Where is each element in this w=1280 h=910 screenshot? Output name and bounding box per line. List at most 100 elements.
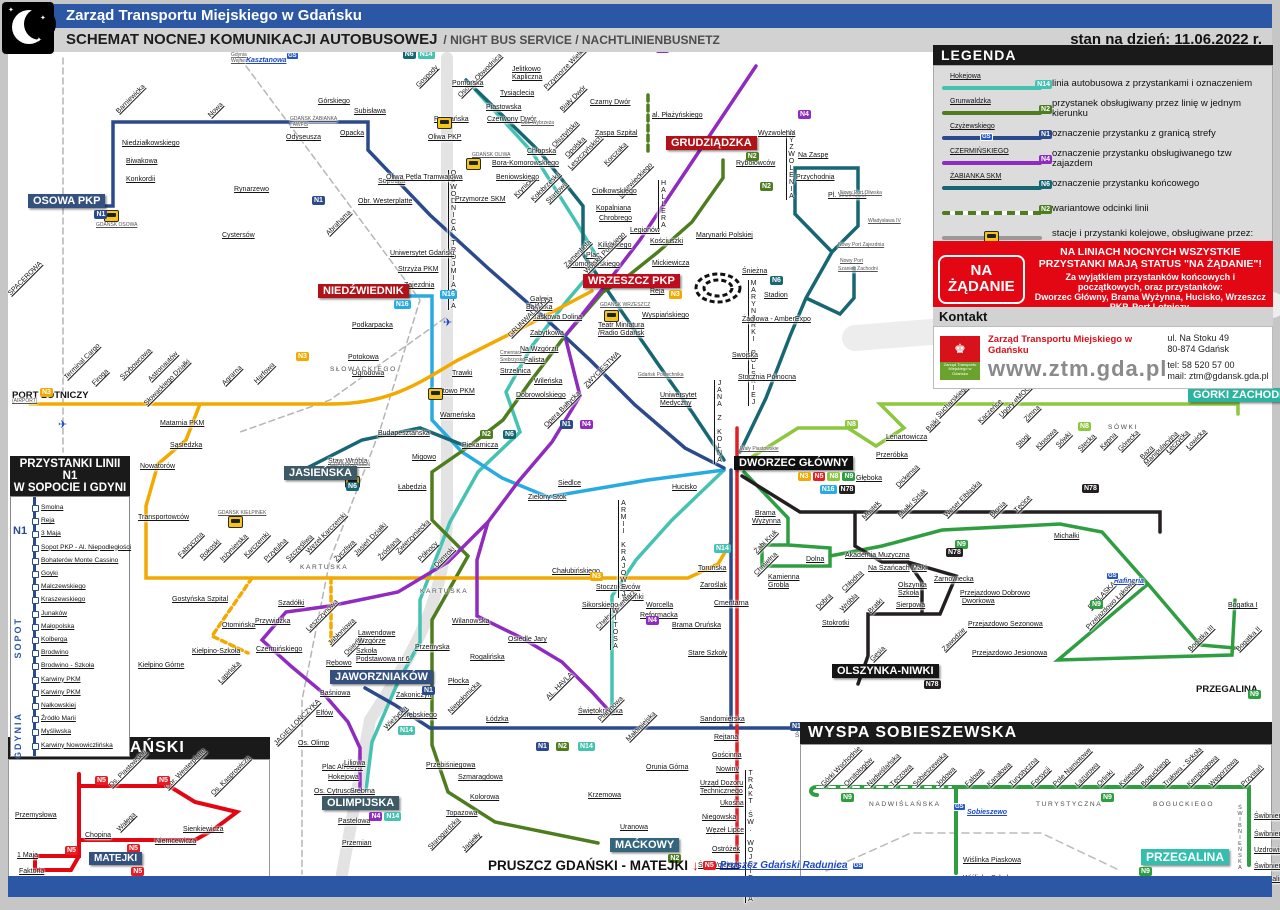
stop-label: Liliowa xyxy=(344,760,366,767)
stop-label: Przemyska xyxy=(415,644,450,651)
stop-label: Chałubińskiego xyxy=(552,568,600,575)
stop-label: Św. Wojciech xyxy=(698,862,740,869)
stop-label: Oliwa Pętla Tramwajowa xyxy=(386,174,463,181)
stop-label: Nowatorów xyxy=(140,463,176,470)
stop-label: Przywidzka xyxy=(255,618,291,625)
stop-label: WITOSA xyxy=(612,608,619,650)
stop-label: Przejazdowo Sezonowa xyxy=(968,621,1043,628)
legend-row: stacje i przystanki kolejowe, obsługiwan… xyxy=(940,223,1266,245)
terminal-badges: N16 xyxy=(393,300,411,309)
stop-label: Gościnna xyxy=(712,752,742,759)
stop-label: Żaglowa - AmberExpo xyxy=(742,316,811,323)
n1-panel-title1: PRZYSTANKI LINII N1 xyxy=(19,458,121,482)
stop-label: Galeria xyxy=(530,296,553,303)
stop-label: Baśniowa xyxy=(320,690,351,697)
stop-label: Zajezdnia xyxy=(404,282,435,289)
stop-label: Zaspa Szpital xyxy=(595,130,638,137)
legend-row-text: wariantowe odcinki linii xyxy=(1052,202,1149,214)
stop-label: Sienkiewicza xyxy=(183,826,224,833)
n1-panel-title2: W SOPOCIE I GDYNI xyxy=(13,482,127,494)
mail-link[interactable]: mail: ztm@gdansk.gda.pl xyxy=(1167,370,1269,381)
stop-label: Strzyża PKM xyxy=(398,266,439,273)
legend-stop-name: Czyżewskiego xyxy=(950,123,995,130)
stop-label: Oliwa PKP xyxy=(428,134,462,141)
stop-label: Falista xyxy=(524,357,545,364)
stop-label: - AWFiS xyxy=(290,122,309,128)
website-link[interactable]: www.ztm.gda.pl xyxy=(988,355,1168,381)
stop-label: Siedlce xyxy=(558,480,581,487)
line-badge: N9 xyxy=(955,540,968,549)
stop-label: Wileńska xyxy=(534,378,563,385)
map-title: SCHEMAT NOCNEJ KOMUNIKACJI AUTOBUSOWEJ xyxy=(66,31,438,48)
legend-row-text: linia autobusowa z przystankami i oznacz… xyxy=(1052,77,1253,89)
stop-label: WYZWOLENIA xyxy=(788,130,795,200)
radunica-link[interactable]: Pruszcz Gdański Radunica xyxy=(719,860,848,871)
stop-label: Czermińskiego xyxy=(256,646,303,653)
terminal-badges: N3 xyxy=(668,290,682,299)
line-badge: N9 xyxy=(841,793,854,802)
stop-label: Hokejowa xyxy=(328,774,359,781)
line-badge: N2 xyxy=(556,742,569,751)
railway-station-icon xyxy=(604,310,619,322)
line-badge: N3 xyxy=(590,572,603,581)
contact-panel: Kontakt ♚ Zarząd Transportu Miejskiego w… xyxy=(933,307,1273,389)
section-sopot: SOPOT xyxy=(13,617,23,659)
agency-title-bar: Zarząd Transportu Miejskiego w Gdańsku xyxy=(54,4,1272,28)
line-badge: N9 xyxy=(1090,600,1103,609)
ztm-crest-logo: ♚ Zarząd Transportu Miejskiego w Gdańsku xyxy=(940,335,980,380)
stop-label: Łódzka xyxy=(486,716,509,723)
stop-label: Kościuszki xyxy=(650,238,684,245)
line-badge: N3 xyxy=(668,290,682,299)
line-badge: N5 xyxy=(65,846,78,855)
stop-label: Jelitkowo xyxy=(512,66,541,73)
stop-label: Kiełpino-Szkoła xyxy=(192,648,241,655)
stop-label: Nowy Port Zajezdnia xyxy=(838,242,885,248)
stop-label: Sopocka xyxy=(378,178,406,185)
stop-label: (AIRPORT) xyxy=(12,398,38,404)
stop-label: Ciołkowskiego xyxy=(592,188,637,195)
stop-label: Kiełpino Górne xyxy=(138,662,185,669)
line-badge: N4 xyxy=(798,110,811,119)
stop-label: Niegowska xyxy=(702,814,737,821)
stop-label: ARMII KRAJOWEJ xyxy=(620,500,627,598)
stop-label: Wiślinka Piaskowa xyxy=(963,857,1021,864)
line-badge: N78 xyxy=(923,680,941,689)
airport-icon: ✈ xyxy=(443,317,453,329)
legend-line xyxy=(942,186,1042,190)
stop-label: Pastelowa xyxy=(338,818,371,825)
terminal-badges: N5 xyxy=(131,867,145,876)
stop-label: Piastowska xyxy=(486,104,522,111)
stop-label: Uzdrowiskowa xyxy=(1254,847,1280,854)
stop-label: Kapliczna xyxy=(512,74,543,81)
stop-label: Zabytkowa xyxy=(530,330,564,337)
stop-label: Os. Olimp xyxy=(298,740,330,747)
stop-label: Faktoria xyxy=(19,868,45,875)
stop-label: HALLERA xyxy=(660,180,667,229)
n1-stop-item: Myśliwska xyxy=(32,725,127,738)
stop-label: al. Płażyńskiego xyxy=(652,112,703,119)
stop-label: Zaroślak xyxy=(700,582,727,589)
line-badge: N3 xyxy=(40,388,53,397)
stop-label: Sandomierska xyxy=(700,716,745,723)
stop-label: Kopalniana xyxy=(596,205,632,212)
stop-label: Porębskiego xyxy=(398,712,437,719)
stop-label: Elfów xyxy=(316,710,334,717)
stop-label: Sąsiedzka xyxy=(170,442,203,449)
line-badge: N6 xyxy=(770,276,783,285)
stop-label: Uranowa xyxy=(620,824,649,831)
line-badge: N5 xyxy=(127,844,140,853)
n1-stop-item: Kraszewskiego xyxy=(32,593,127,606)
